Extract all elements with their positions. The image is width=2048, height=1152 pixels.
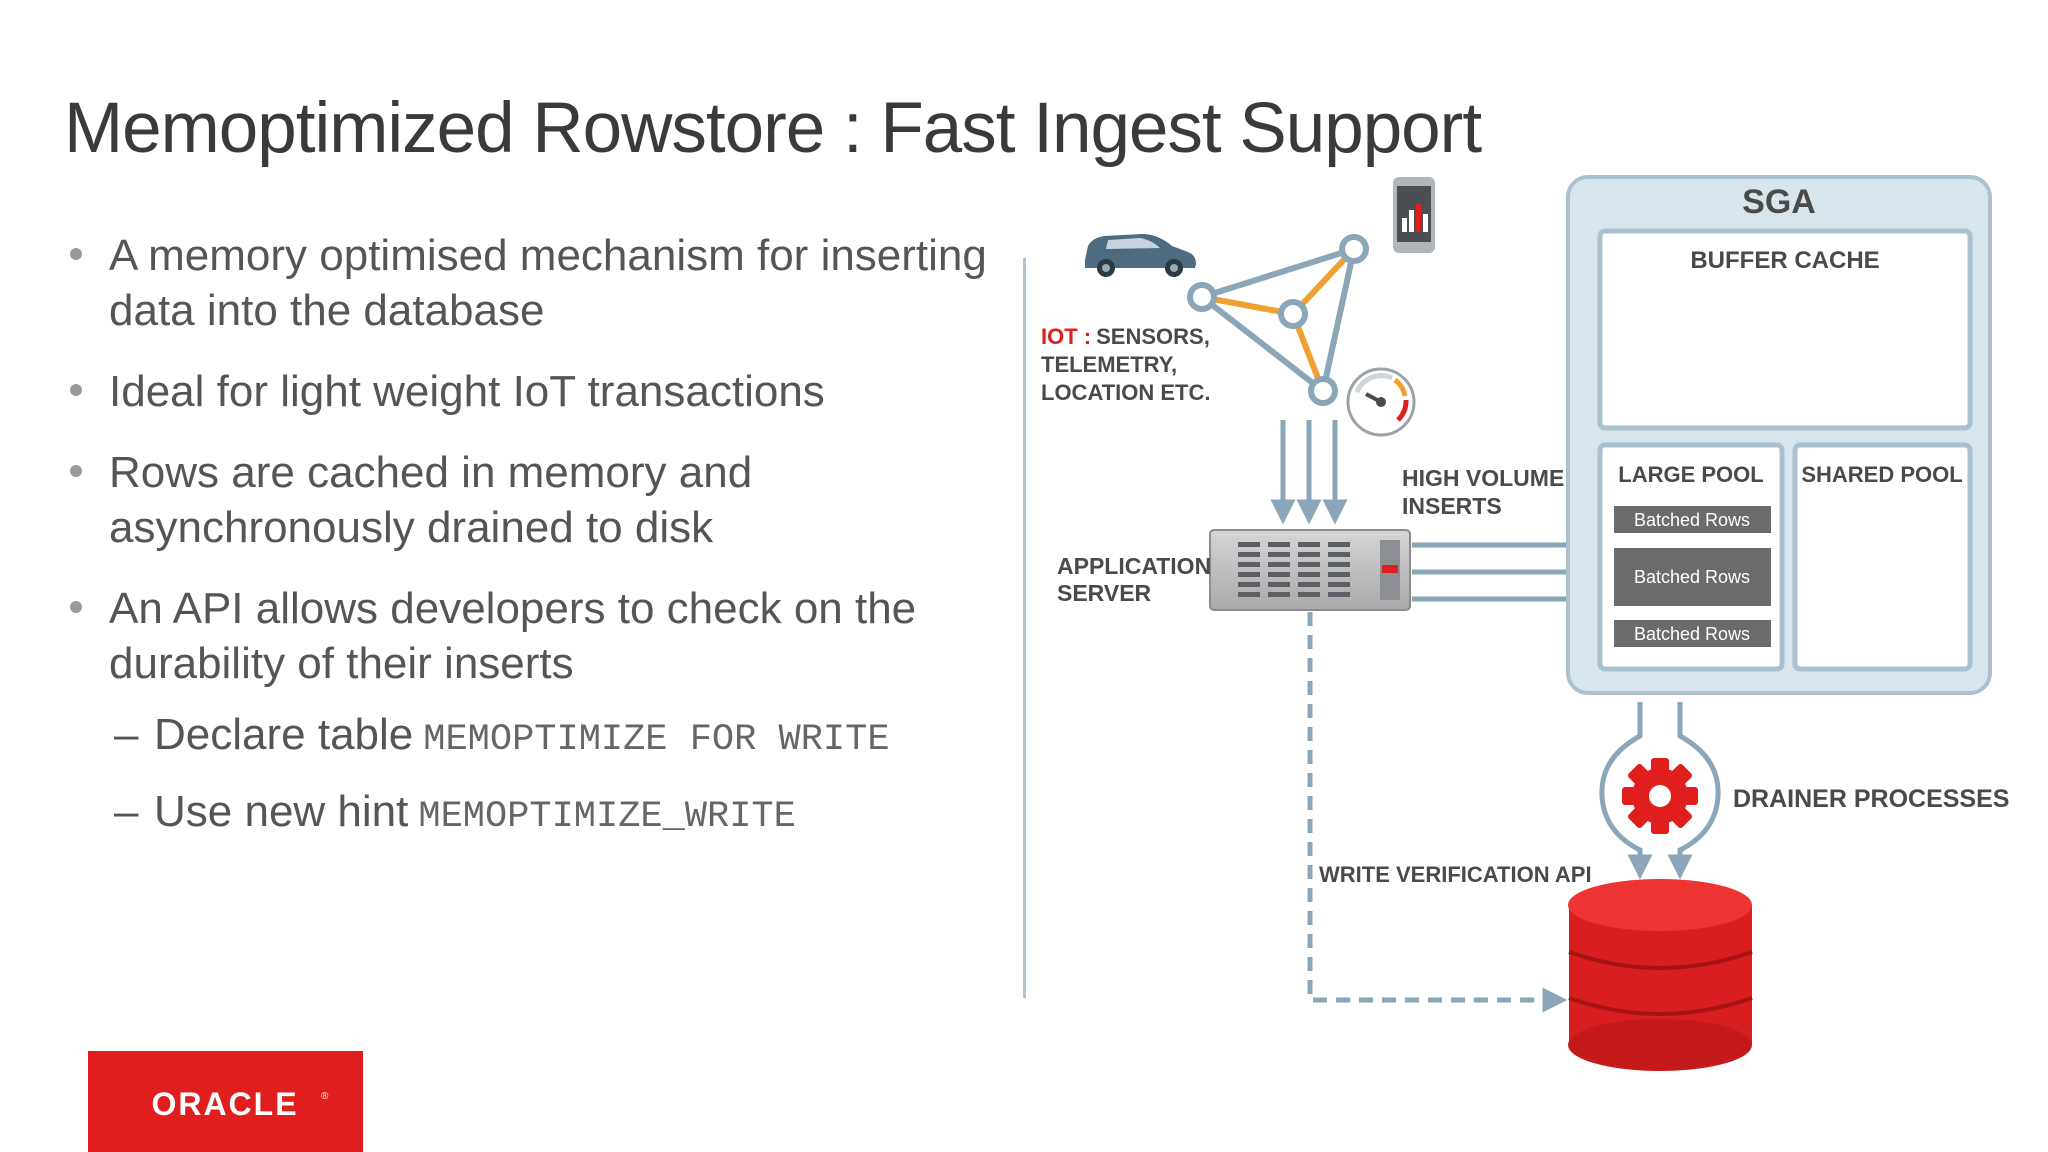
high-volume-label: INSERTS [1402,493,1502,519]
database-icon [1568,879,1753,1071]
batched-rows-block [1614,548,1771,606]
bullet-item: A memory optimised mechanism for inserti… [68,228,988,338]
ingest-arrows [1270,420,1348,525]
bullet-item: An API allows developers to check on the… [68,581,988,691]
sga-box: SGA BUFFER CACHE LARGE POOL Batched Rows… [1566,175,1992,695]
iot-prefix: IOT : [1041,324,1091,349]
phone-icon [1393,177,1435,253]
batched-rows-block [1614,620,1771,647]
bullet-dot [70,248,82,260]
bullet-item: Rows are cached in memory and asynchrono… [68,445,988,555]
sub-bullet-code: MEMOPTIMIZE FOR WRITE [423,719,890,761]
batched-rows-label: Batched Rows [1634,567,1750,587]
sga-label: SGA [1742,183,1816,221]
app-server-label: APPLICATION [1057,553,1211,579]
bullet-text: Ideal for light weight IoT transactions [109,367,825,416]
car-icon [1085,234,1196,277]
app-server-label: SERVER [1057,580,1152,606]
oracle-logo: ORACLE ® [88,1051,363,1152]
sub-bullet-dash: – [114,710,139,759]
write-api-label: WRITE VERIFICATION API [1319,862,1592,887]
server-icon [1209,529,1411,611]
bullet-text: Rows are cached in memory and asynchrono… [109,448,753,552]
gear-icon [1622,758,1698,834]
svg-text:®: ® [321,1091,329,1102]
write-verification-path [1307,612,1568,1013]
network-icon [1187,234,1369,406]
iot-label: IOT :SENSORS, [1041,324,1210,349]
batched-rows-label: Batched Rows [1634,624,1750,644]
batched-rows-label: Batched Rows [1634,510,1750,530]
bullet-text: An API allows developers to check on the… [109,584,917,688]
iot-line: TELEMETRY, [1041,352,1177,377]
buffer-cache-label: BUFFER CACHE [1690,247,1879,274]
bullet-dot [70,465,82,477]
large-pool-label: LARGE POOL [1618,462,1763,487]
iot-line: LOCATION ETC. [1041,380,1210,405]
drainer-label: DRAINER PROCESSES [1733,785,2009,813]
vertical-divider [1023,258,1026,998]
drainer-flow [1599,702,1721,880]
sub-bullet-dash: – [114,787,139,836]
slide-title: Memoptimized Rowstore : Fast Ingest Supp… [64,89,1482,168]
shared-pool-label: SHARED POOL [1801,462,1962,487]
sub-bullet-text: Use new hint [154,787,409,836]
bullet-text: A memory optimised mechanism for inserti… [109,231,987,335]
batched-rows-block [1614,506,1771,533]
bullet-item: Ideal for light weight IoT transactions [68,364,988,419]
shared-pool-box [1792,442,1973,672]
iot-line: SENSORS, [1096,324,1210,349]
oracle-wordmark: ORACLE ® [151,1086,329,1122]
insert-arrows [1412,532,1599,612]
buffer-cache-box [1597,228,1973,431]
high-volume-label: HIGH VOLUME [1402,465,1564,491]
oracle-logo-text: ORACLE [151,1086,298,1122]
bullet-list: A memory optimised mechanism for inserti… [68,228,988,717]
sub-bullet-code: MEMOPTIMIZE_WRITE [418,796,796,838]
bullet-dot [70,601,82,613]
gauge-icon [1346,367,1416,437]
sub-bullet-text: Declare table [154,710,414,759]
bullet-dot [70,384,82,396]
